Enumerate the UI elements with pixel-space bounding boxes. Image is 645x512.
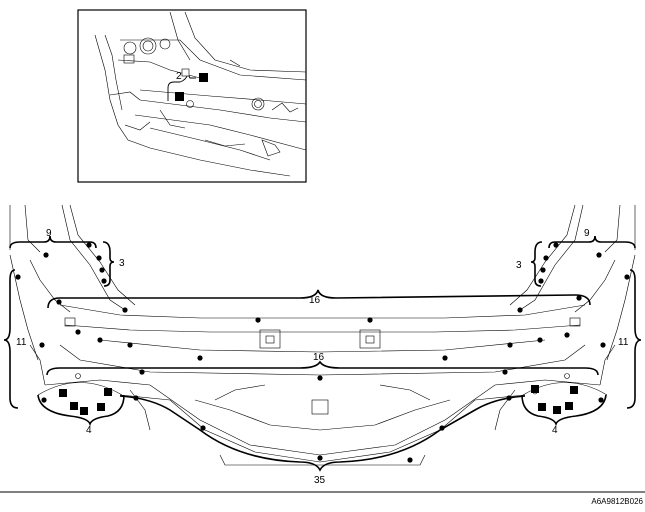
weld-points (15, 242, 630, 463)
detail-inset: 2 (77, 9, 307, 183)
label-crossmember-upper-16: 16 (309, 295, 321, 306)
label-top-right-9: 9 (584, 228, 590, 239)
label-upper-right-3: 3 (516, 260, 522, 271)
figure-code: A6A9812B026 (591, 497, 643, 506)
label-right-wheelhouse-4: 4 (552, 425, 558, 436)
label-top-left-9: 9 (46, 228, 52, 239)
label-crossmember-lower-16: 16 (313, 352, 325, 363)
callout-labels: 9 9 3 3 16 16 11 11 4 4 35 (16, 228, 629, 486)
label-rear-panel-35: 35 (314, 475, 326, 486)
inset-callout-label: 2 (176, 71, 182, 82)
weld-squares-right (531, 385, 578, 414)
label-left-side-11: 11 (16, 337, 27, 348)
weld-squares-left (59, 388, 112, 415)
label-right-side-11: 11 (618, 337, 629, 348)
rear-body-structure (9, 204, 636, 466)
label-left-wheelhouse-4: 4 (86, 425, 92, 436)
weld-brackets (3, 235, 642, 472)
label-upper-left-3: 3 (119, 258, 125, 269)
